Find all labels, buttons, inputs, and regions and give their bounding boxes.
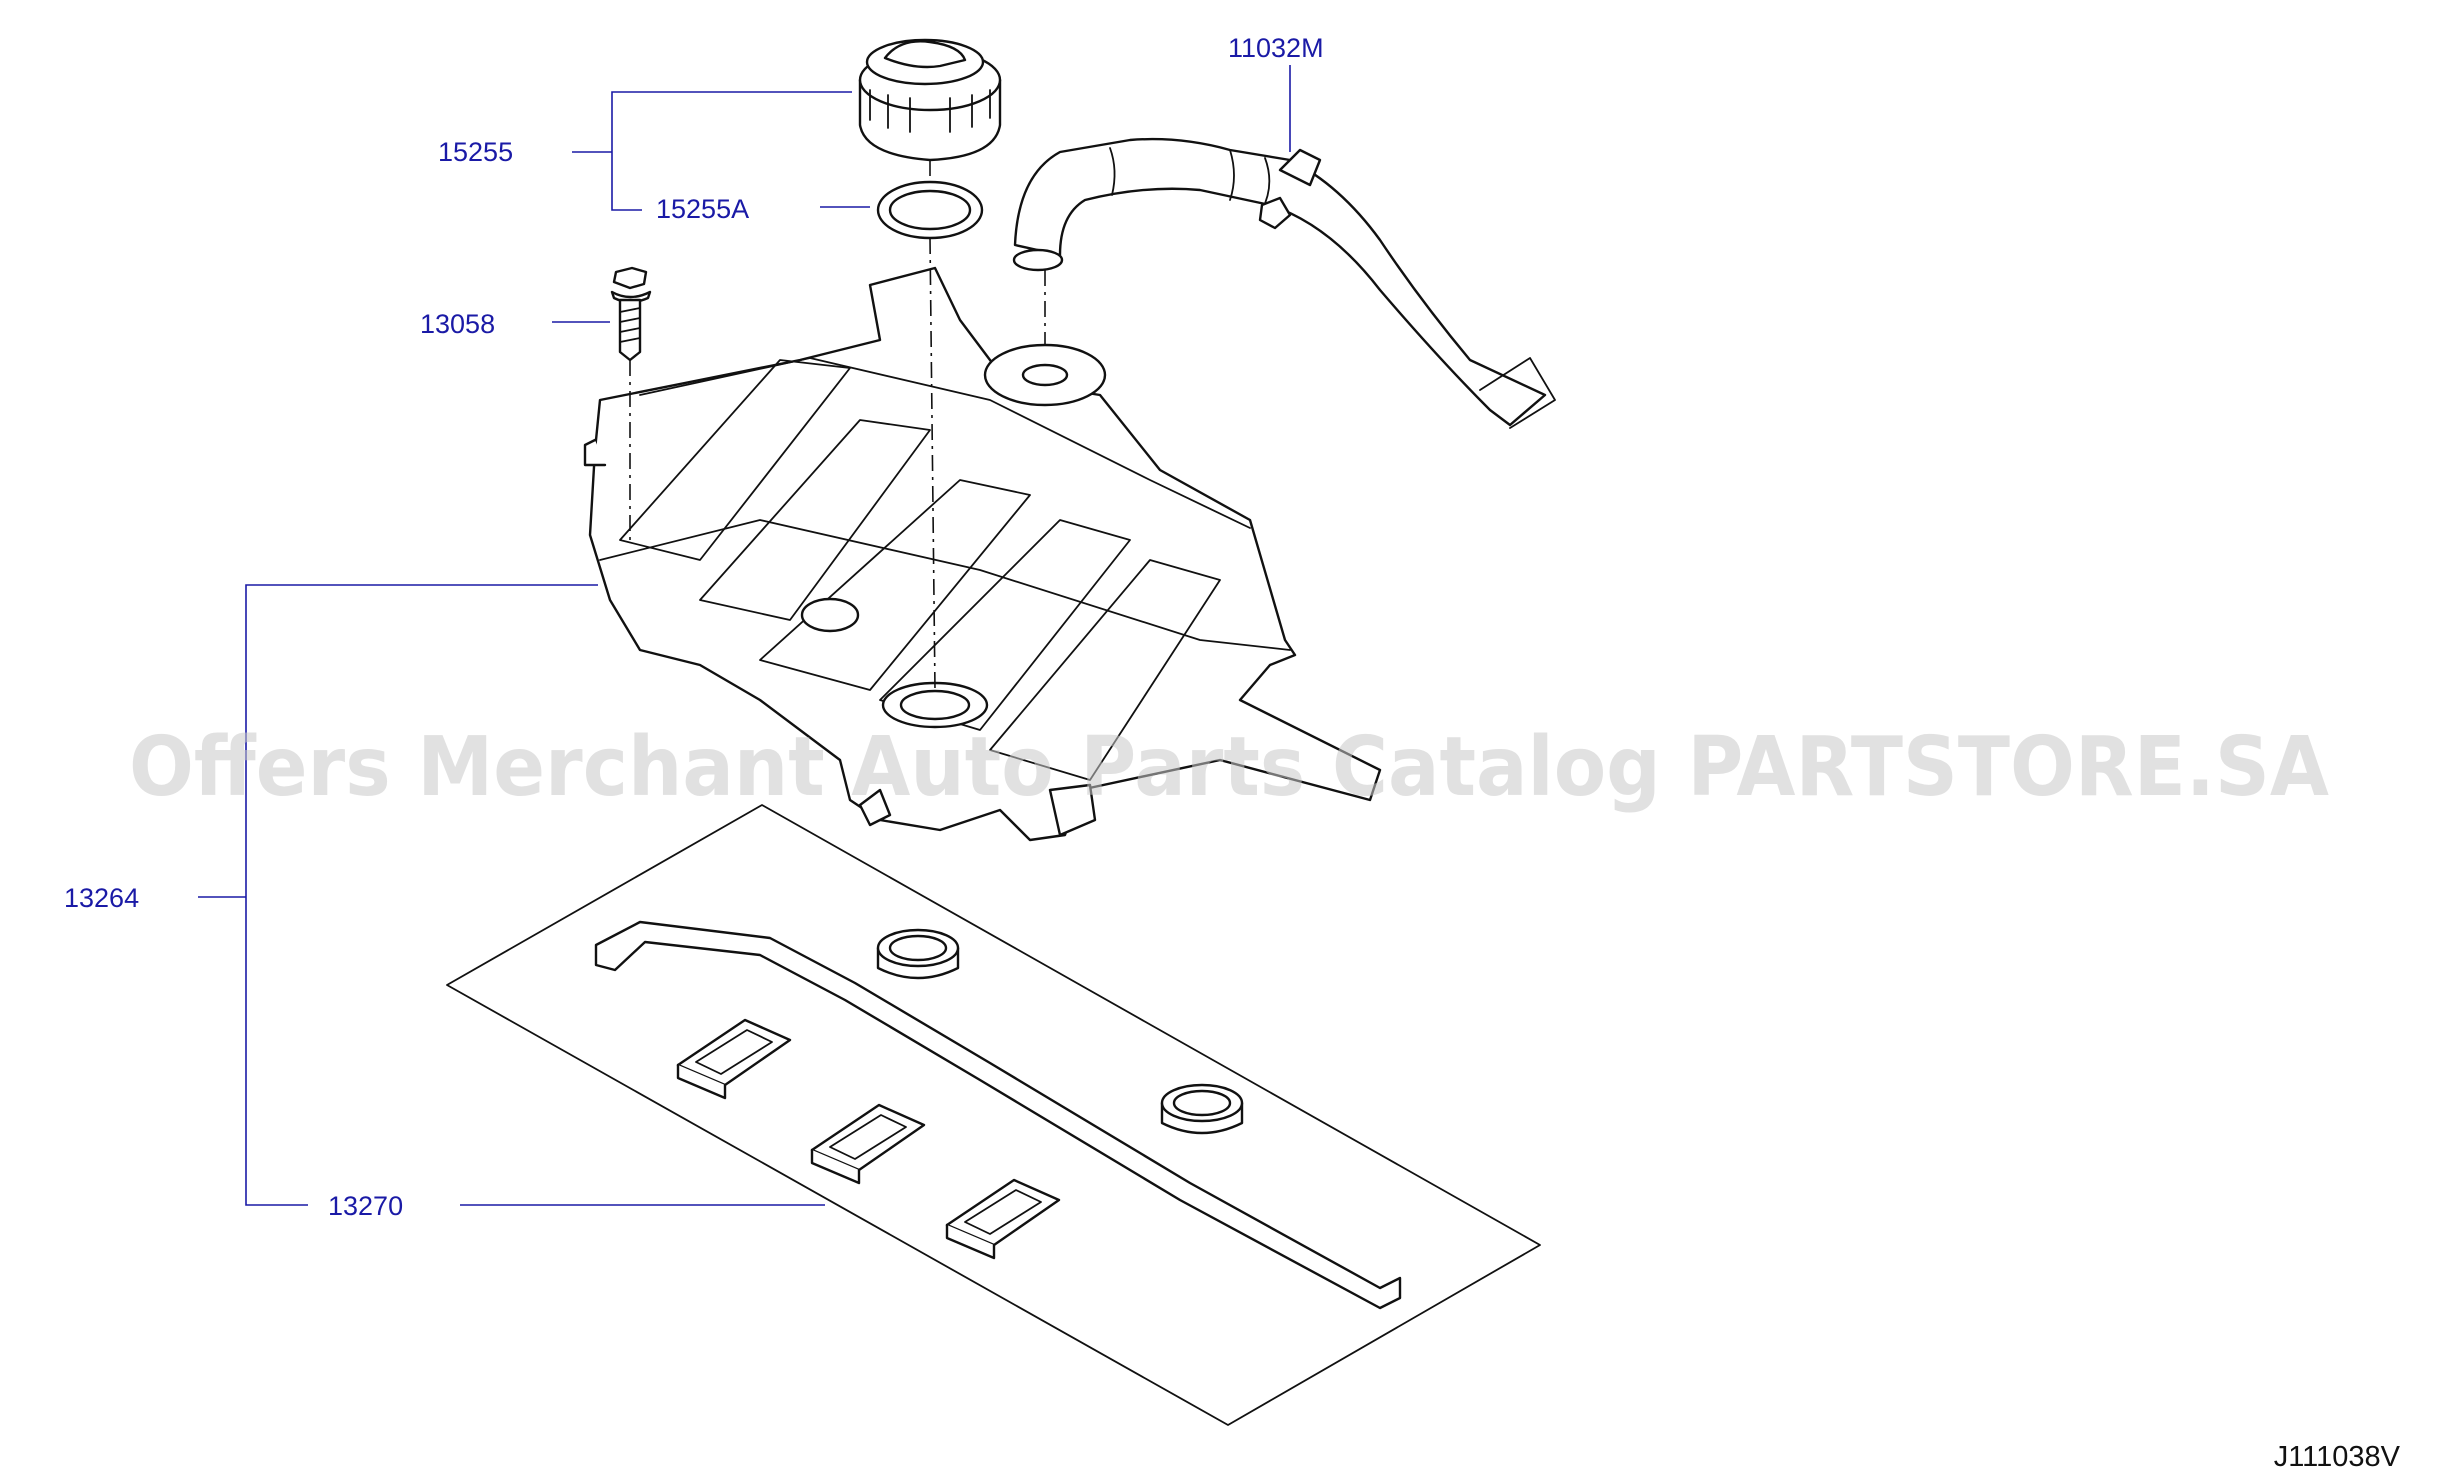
cover-bolt[interactable] — [610, 266, 652, 362]
oil-filler-cap[interactable] — [858, 38, 1002, 162]
part-label-13058[interactable]: 13058 — [420, 309, 495, 339]
rect-gasket-3[interactable] — [945, 1178, 1061, 1260]
rect-gasket-2[interactable] — [810, 1103, 926, 1185]
filler-cap-o-ring[interactable] — [876, 180, 984, 240]
leader-lines — [198, 65, 1291, 1206]
watermark-text: Offers Merchant Auto Parts Catalog PARTS… — [129, 720, 2329, 815]
rect-gasket-1[interactable] — [676, 1018, 792, 1100]
rocker-cover[interactable] — [583, 266, 1382, 842]
part-label-11032M[interactable]: 11032M — [1228, 33, 1324, 63]
part-label-13270[interactable]: 13270 — [328, 1191, 403, 1221]
round-seal-1[interactable] — [876, 928, 960, 980]
assembly-center-lines — [629, 160, 1046, 691]
part-label-13264[interactable]: 13264 — [64, 883, 139, 913]
gasket-set[interactable] — [446, 804, 1541, 1426]
blow-by-hose[interactable] — [1012, 137, 1556, 429]
part-label-15255[interactable]: 15255 — [438, 137, 513, 167]
part-label-15255A[interactable]: 15255A — [656, 194, 749, 224]
diagram-code: J111038V — [2274, 1441, 2401, 1473]
round-seal-2[interactable] — [1160, 1083, 1244, 1135]
